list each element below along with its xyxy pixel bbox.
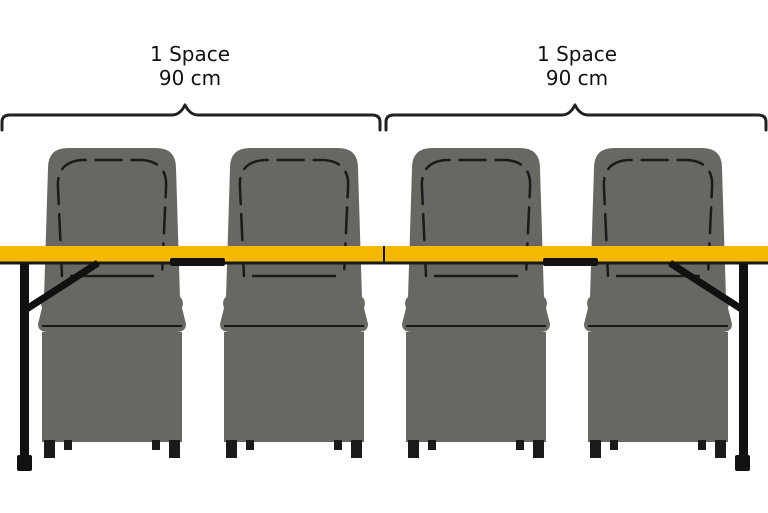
- chair-4: [582, 146, 734, 460]
- space-label-right: 1 Space 90 cm: [477, 42, 677, 90]
- table-frame-right: [668, 260, 750, 471]
- table-frame-left: [17, 260, 100, 471]
- space-measure-left: 90 cm: [158, 66, 222, 90]
- bracket-left: [0, 103, 382, 132]
- space-label-left: 1 Space 90 cm: [90, 42, 290, 90]
- chair-3: [400, 146, 552, 460]
- chair-1: [36, 146, 188, 460]
- space-measure-right: 90 cm: [545, 66, 609, 90]
- chair-2: [218, 146, 370, 460]
- space-title-right: 1 Space: [536, 42, 618, 66]
- bracket-right: [384, 103, 768, 132]
- space-title-left: 1 Space: [149, 42, 231, 66]
